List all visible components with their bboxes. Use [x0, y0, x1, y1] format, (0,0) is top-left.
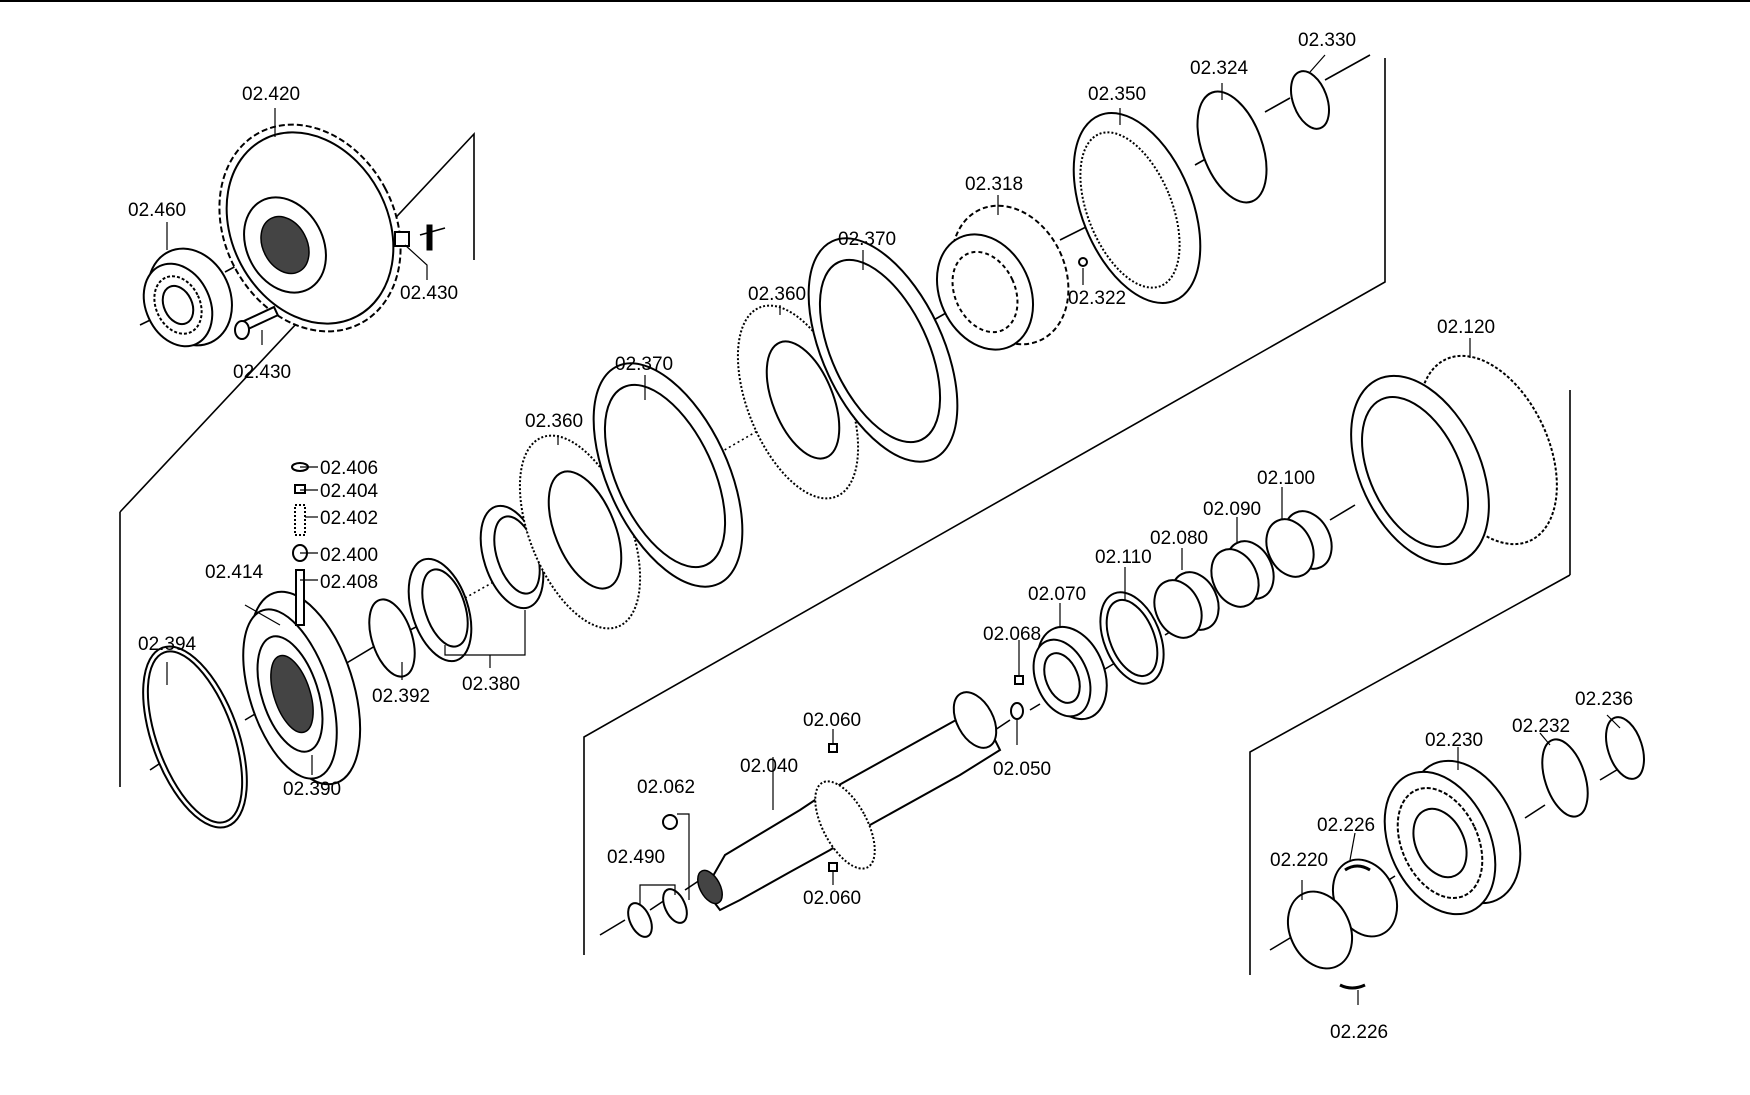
label-02-380: 02.380 — [462, 674, 520, 695]
bearing-02-460 — [142, 247, 233, 348]
label-02-394: 02.394 — [138, 634, 197, 655]
label-02-430-a: 02.430 — [233, 362, 291, 383]
label-02-070: 02.070 — [1028, 584, 1086, 605]
rings-02-490 — [627, 888, 688, 938]
label-02-226-b: 02.226 — [1330, 1022, 1388, 1043]
bushing-02-080 — [1153, 571, 1220, 639]
group-frame-bearing — [1249, 574, 1571, 975]
spindle-02-220 — [1286, 858, 1399, 970]
label-02-236: 02.236 — [1575, 689, 1633, 710]
bushing-02-090 — [1210, 540, 1275, 608]
label-02-324: 02.324 — [1190, 58, 1249, 79]
label-02-100: 02.100 — [1257, 468, 1315, 489]
ring-02-110 — [1099, 591, 1165, 685]
ring-02-232 — [1541, 738, 1589, 818]
gear-02-420 — [218, 123, 402, 333]
label-02-400: 02.400 — [320, 545, 378, 566]
group-frame-gear — [119, 131, 475, 513]
label-02-080: 02.080 — [1150, 528, 1208, 549]
label-02-360-a: 02.360 — [525, 411, 583, 432]
label-02-220: 02.220 — [1270, 850, 1328, 871]
pin-02-068 — [1014, 675, 1024, 685]
shaft-02-040 — [697, 691, 1002, 912]
label-02-420: 02.420 — [242, 84, 300, 105]
label-02-402: 02.402 — [320, 508, 378, 529]
label-02-090: 02.090 — [1203, 499, 1261, 520]
label-02-062: 02.062 — [637, 777, 695, 798]
label-02-226-a: 02.226 — [1317, 815, 1375, 836]
plate-02-370b — [807, 237, 959, 463]
label-02-060-b: 02.060 — [803, 888, 861, 909]
label-02-110: 02.110 — [1095, 547, 1152, 568]
ring-02-394 — [142, 645, 248, 829]
disc-02-350 — [1072, 112, 1202, 304]
bushing-02-100 — [1265, 510, 1333, 578]
plug-02-050 — [1010, 702, 1024, 720]
label-02-050: 02.050 — [993, 759, 1051, 780]
leader-lines — [166, 54, 1621, 1005]
label-02-370-b: 02.370 — [838, 229, 896, 250]
group-frame-clutch — [119, 58, 1386, 955]
ring-02-324 — [1196, 90, 1268, 204]
part-labels: 02.420 02.460 02.430 02.430 02.406 02.40… — [128, 30, 1633, 1043]
label-02-120: 02.120 — [1437, 317, 1495, 338]
ball-02-322 — [1078, 257, 1088, 267]
label-02-230: 02.230 — [1425, 730, 1483, 751]
label-02-232: 02.232 — [1512, 716, 1570, 737]
snapring-02-236 — [1605, 716, 1645, 780]
hub-02-318 — [935, 204, 1070, 351]
seal-02-070 — [1032, 625, 1108, 721]
drum-02-120 — [1350, 354, 1558, 566]
label-02-370-a: 02.370 — [615, 354, 673, 375]
label-02-068: 02.068 — [983, 624, 1041, 645]
snapring-02-330 — [1290, 70, 1330, 130]
top-border-line — [0, 0, 1750, 2]
label-02-414: 02.414 — [205, 562, 264, 583]
piston-02-390 — [242, 590, 362, 786]
label-02-430-b: 02.430 — [400, 283, 458, 304]
label-02-318: 02.318 — [965, 174, 1023, 195]
plate-02-370a — [592, 362, 744, 588]
label-02-390: 02.390 — [283, 779, 341, 800]
label-02-392: 02.392 — [372, 686, 430, 707]
ring-02-392 — [368, 598, 416, 678]
label-02-350: 02.350 — [1088, 84, 1146, 105]
bolt-02-430 — [234, 305, 280, 340]
label-02-406: 02.406 — [320, 458, 378, 479]
label-02-490: 02.490 — [607, 847, 665, 868]
label-02-040: 02.040 — [740, 756, 798, 777]
clips-02-226 — [1339, 864, 1371, 990]
label-02-404: 02.404 — [320, 481, 379, 502]
ring-02-380a — [407, 557, 473, 663]
label-02-322: 02.322 — [1068, 288, 1126, 309]
label-02-360-b: 02.360 — [748, 284, 806, 305]
nut-02-430 — [394, 224, 433, 251]
label-02-060-a: 02.060 — [803, 710, 861, 731]
label-02-408: 02.408 — [320, 572, 378, 593]
label-02-330: 02.330 — [1298, 30, 1356, 51]
bearing-02-230 — [1383, 759, 1522, 916]
plug-02-062 — [662, 814, 678, 830]
label-02-460: 02.460 — [128, 200, 186, 221]
